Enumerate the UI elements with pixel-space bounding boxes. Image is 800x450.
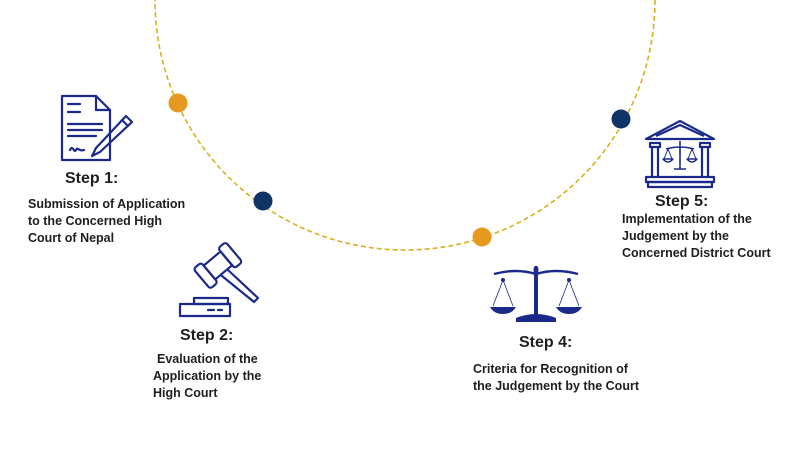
step-1-line: to the Concerned High [28, 214, 163, 228]
courthouse-icon [644, 119, 716, 189]
milestone-dot-2 [253, 191, 273, 211]
step-4-line: Criteria for Recognition of [473, 362, 628, 376]
step-2-description: Evaluation of the Application by the Hig… [153, 351, 261, 402]
milestone-dot-3 [472, 227, 492, 247]
scales-icon [490, 266, 582, 322]
document-pen-icon [60, 94, 134, 162]
milestone-dot-4 [611, 109, 631, 129]
step-5-title: Step 5: [655, 193, 709, 210]
step-5-line: Judgement by the [622, 229, 729, 243]
step-2-line: Application by the [153, 369, 262, 383]
step-1-line: Court of Nepal [28, 231, 115, 245]
step-1-title: Step 1: [65, 170, 119, 187]
step-2-line: Evaluation of the [157, 352, 258, 366]
step-2-line: High Court [153, 386, 218, 400]
step-4-title: Step 4: [519, 334, 573, 351]
step-1-line: Submission of Application [28, 197, 186, 211]
step-5-line: Implementation of the [622, 212, 752, 226]
milestone-dot-1 [168, 93, 188, 113]
step-1-description: Submission of Application to the Concern… [28, 196, 185, 247]
step-5-description: Implementation of the Judgement by the C… [622, 211, 771, 262]
step-2-title: Step 2: [180, 327, 234, 344]
step-4-description: Criteria for Recognition of the Judgemen… [473, 361, 639, 395]
dashed-arc [154, 0, 656, 251]
step-5-line: Concerned District Court [622, 246, 771, 260]
gavel-icon [178, 242, 260, 318]
step-4-line: the Judgement by the Court [473, 379, 639, 393]
